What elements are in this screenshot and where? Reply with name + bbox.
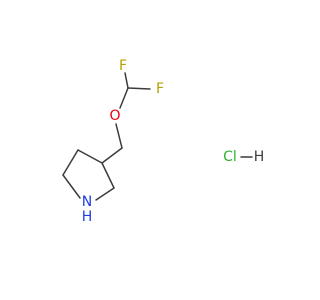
bond-cf-top — [124, 72, 129, 89]
oxygen-label: O — [109, 108, 120, 124]
bond-ring-c4-c5 — [62, 149, 79, 176]
bond-c-o — [119, 87, 129, 109]
bond-cf-right — [127, 87, 151, 90]
nitrogen-label: N — [82, 194, 92, 210]
molecule-structure-diagram: F F O N H Cl H — [62, 58, 265, 225]
bond-ring-c3-c4 — [77, 149, 103, 164]
bond-ring-n-c2 — [95, 187, 115, 201]
fluorine-right-label: F — [156, 81, 164, 97]
bond-ch2-ring — [101, 147, 123, 164]
bond-ring-c5-n — [62, 174, 81, 199]
bond-lines — [62, 72, 253, 201]
nitrogen-hydrogen-label: H — [82, 209, 93, 225]
bond-o-ch2 — [115, 123, 123, 149]
bond-ring-c2-c3 — [101, 162, 115, 189]
salt-hydrogen-label: H — [254, 149, 265, 165]
chlorine-label: Cl — [223, 149, 237, 165]
fluorine-top-label: F — [119, 58, 127, 74]
